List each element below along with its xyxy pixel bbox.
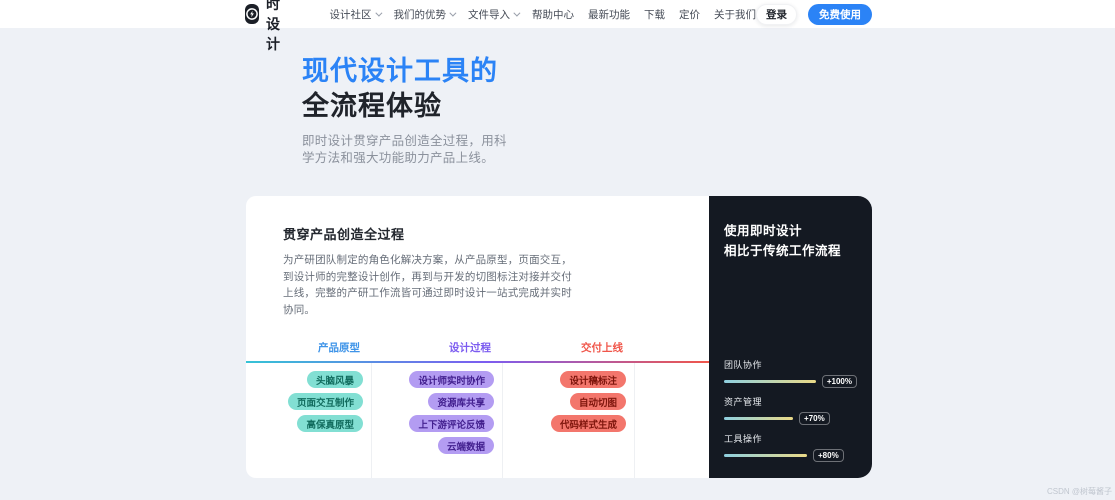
stat-asset-management: 资产管理 +70% [724, 395, 857, 425]
stat-progress-bar [724, 454, 807, 457]
stat-label: 团队协作 [724, 360, 763, 370]
comparison-title-line1: 使用即时设计 [724, 224, 803, 238]
login-button[interactable]: 登录 [756, 3, 797, 25]
stage-columns: 头脑风暴 页面交互制作 高保真原型 设计师实时协作 资源库共享 上下游评论反馈 … [246, 363, 709, 478]
free-use-button[interactable]: 免费使用 [808, 3, 872, 25]
gradient-divider [246, 361, 709, 363]
comparison-title: 使用即时设计 相比于传统工作流程 [724, 221, 857, 261]
stat-label: 工具操作 [724, 434, 763, 444]
workflow-card: 贯穿产品创造全过程 为产研团队制定的角色化解决方案，从产品原型，页面交互，到设计… [246, 196, 709, 478]
stage-headers: 产品原型 设计过程 交付上线 [246, 340, 709, 355]
feature-pill: 页面交互制作 [287, 393, 363, 410]
stat-row: +100% [724, 375, 857, 388]
workflow-cards: 贯穿产品创造全过程 为产研团队制定的角色化解决方案，从产品原型，页面交互，到设计… [246, 196, 872, 478]
stat-value-badge: +100% [821, 375, 857, 388]
feature-pill: 设计稿标注 [560, 371, 626, 388]
top-navbar: 即时设计 设计社区 我们的优势 文件导入 帮助中心 最新功能 下载 [0, 0, 1115, 52]
nav-item-help-center[interactable]: 帮助中心 [532, 7, 574, 22]
nav-item-label: 文件导入 [468, 8, 510, 21]
logo[interactable]: 即时设计 [245, 0, 290, 54]
stat-progress-bar [724, 380, 816, 383]
feature-pill: 设计师实时协作 [409, 371, 494, 388]
hero-title: 现代设计工具的 全流程体验 [302, 54, 518, 124]
chevron-down-icon [513, 9, 521, 17]
hero-title-line2: 全流程体验 [302, 91, 442, 121]
nav-item-label: 帮助中心 [532, 8, 574, 21]
workflow-description: 为产研团队制定的角色化解决方案，从产品原型，页面交互，到设计师的完整设计创作，再… [283, 254, 572, 316]
stage-column-empty [635, 363, 709, 478]
feature-pill: 自动切图 [569, 393, 626, 410]
feature-pill: 头脑风暴 [306, 371, 363, 388]
stat-value-badge: +70% [799, 412, 830, 425]
stage-column-design: 设计师实时协作 资源库共享 上下游评论反馈 云端数据 [372, 363, 503, 478]
nav-item-label: 设计社区 [329, 8, 372, 21]
nav-item-file-import[interactable]: 文件导入 [468, 7, 521, 22]
stage-header-prototype: 产品原型 [318, 342, 360, 354]
stat-row: +70% [724, 412, 857, 425]
nav-item-advantages[interactable]: 我们的优势 [393, 7, 457, 22]
stage-header-delivery: 交付上线 [581, 342, 623, 354]
stat-value-badge: +80% [813, 449, 844, 462]
nav-item-community[interactable]: 设计社区 [329, 7, 382, 22]
chevron-down-icon [374, 9, 382, 17]
nav-item-about-us[interactable]: 关于我们 [714, 7, 756, 22]
logo-icon [245, 4, 259, 24]
nav-links: 设计社区 我们的优势 文件导入 帮助中心 最新功能 下载 定价 [330, 7, 757, 22]
nav-item-new-features[interactable]: 最新功能 [588, 7, 630, 22]
feature-pill: 上下游评论反馈 [409, 415, 494, 432]
nav-item-label: 关于我们 [714, 8, 756, 21]
nav-item-download[interactable]: 下载 [644, 7, 665, 22]
nav-item-label: 最新功能 [588, 8, 630, 21]
hero-section: 现代设计工具的 全流程体验 即时设计贯穿产品创造全过程，用科学方法和强大功能助力… [302, 54, 518, 167]
stage-header-design: 设计过程 [449, 342, 491, 354]
comparison-title-line2: 相比于传统工作流程 [724, 244, 842, 258]
nav-item-label: 定价 [679, 8, 700, 21]
nav-inner: 即时设计 设计社区 我们的优势 文件导入 帮助中心 最新功能 下载 [245, 0, 872, 52]
feature-pill: 代码样式生成 [550, 415, 626, 432]
nav-item-pricing[interactable]: 定价 [679, 7, 700, 22]
hero-subtitle: 即时设计贯穿产品创造全过程，用科学方法和强大功能助力产品上线。 [302, 134, 507, 165]
chevron-down-icon [449, 9, 457, 17]
feature-pill: 资源库共享 [428, 393, 494, 410]
feature-pill: 高保真原型 [297, 415, 363, 432]
feature-pill: 云端数据 [437, 437, 494, 454]
workflow-card-head: 贯穿产品创造全过程 为产研团队制定的角色化解决方案，从产品原型，页面交互，到设计… [246, 196, 709, 318]
nav-item-label: 我们的优势 [393, 8, 447, 21]
nav-item-label: 下载 [644, 8, 665, 21]
stage-column-prototype: 头脑风暴 页面交互制作 高保真原型 [246, 363, 372, 478]
workflow-heading: 贯穿产品创造全过程 [283, 227, 405, 242]
comparison-panel: 使用即时设计 相比于传统工作流程 团队协作 +100% 资产管理 +70% 工具… [709, 196, 872, 478]
stat-progress-bar [724, 417, 793, 420]
csdn-watermark: CSDN @树莓酱子 [1046, 487, 1112, 496]
stat-team-collab: 团队协作 +100% [724, 358, 857, 388]
comparison-stats: 团队协作 +100% 资产管理 +70% 工具操作 +80% [724, 358, 857, 462]
stage-column-delivery: 设计稿标注 自动切图 代码样式生成 [503, 363, 635, 478]
stat-row: +80% [724, 449, 857, 462]
hero-title-line1: 现代设计工具的 [302, 56, 498, 86]
stat-tool-operation: 工具操作 +80% [724, 432, 857, 462]
stat-label: 资产管理 [724, 397, 763, 407]
logo-text: 即时设计 [266, 0, 281, 52]
